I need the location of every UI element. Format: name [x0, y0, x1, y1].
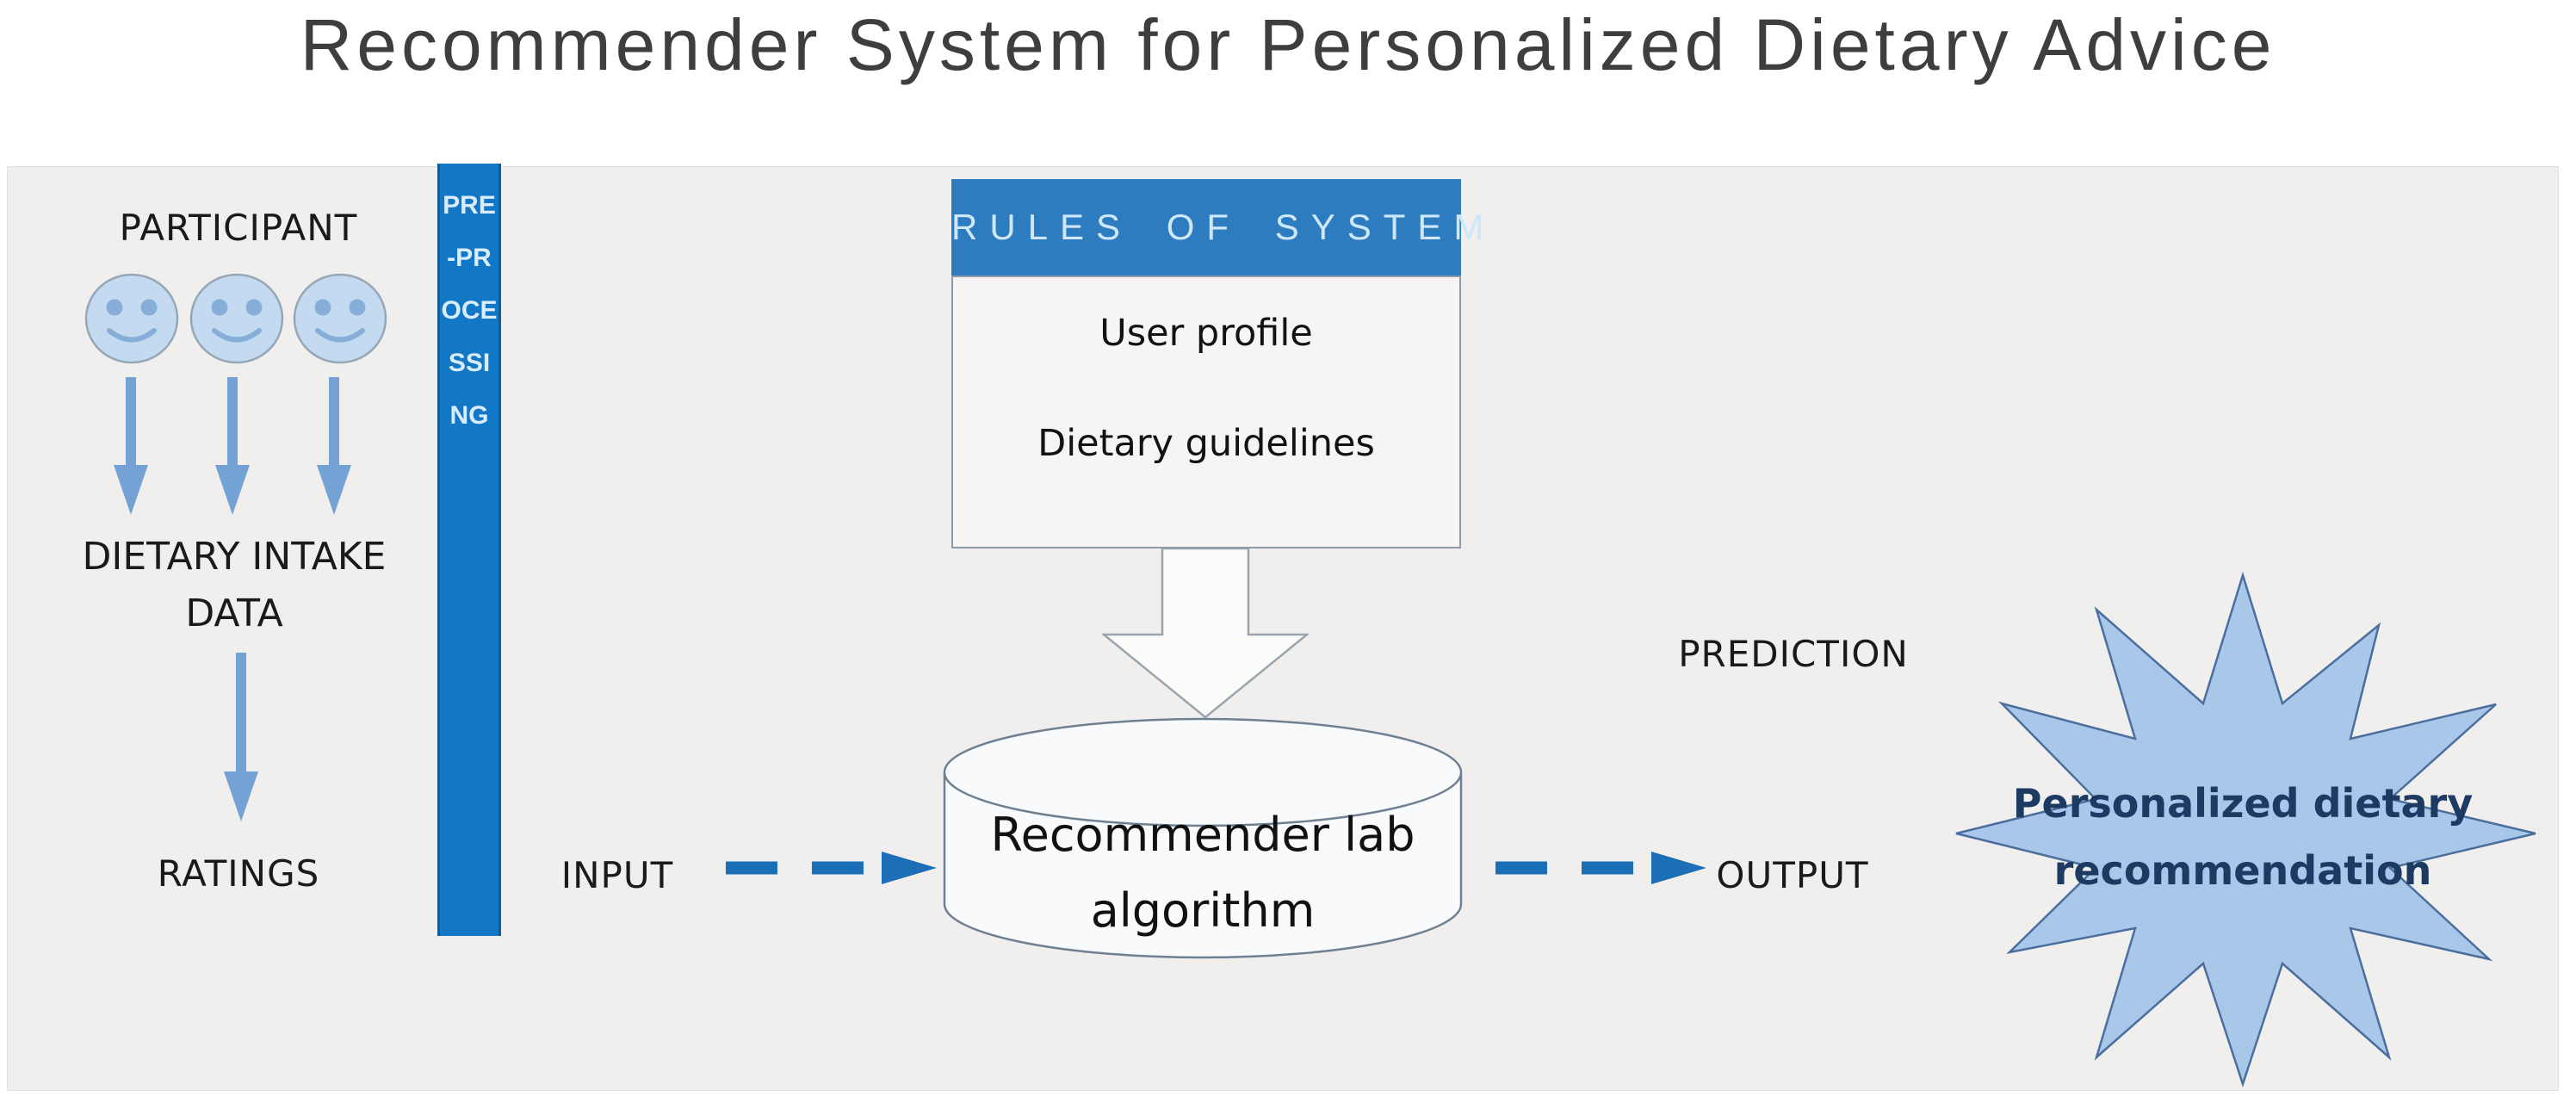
dietary-intake-data-label: DIETARY INTAKE DATA — [82, 535, 387, 635]
rules-of-system-body — [951, 276, 1461, 548]
down-arrow-icon — [317, 377, 351, 515]
smiley-face-icon — [189, 273, 284, 364]
page-title: Recommender System for Personalized Diet… — [300, 4, 2276, 85]
database-cylinder-icon — [943, 717, 1463, 959]
output-label: OUTPUT — [1716, 854, 1869, 896]
participant-label: PARTICIPANT — [119, 207, 358, 249]
smiley-face-icon — [293, 273, 387, 364]
down-arrow-icon — [224, 653, 258, 821]
rules-of-system-header: RULES OF SYSTEM — [951, 179, 1483, 276]
starburst-icon — [1955, 571, 2536, 1088]
rules-item-user-profile: User profile — [1099, 312, 1313, 355]
smiley-face-icon — [84, 273, 179, 364]
input-label: INPUT — [560, 854, 674, 896]
dashed-arrow-right-icon — [1495, 852, 1706, 884]
down-arrow-icon — [215, 377, 250, 515]
down-arrow-icon — [114, 377, 148, 515]
prediction-label: PREDICTION — [1678, 633, 1909, 675]
algorithm-label: Recommender lab algorithm — [990, 808, 1415, 938]
dashed-arrow-right-icon — [726, 852, 937, 884]
participant-smiley-icons — [84, 273, 387, 364]
rules-item-dietary-guidelines: Dietary guidelines — [1037, 422, 1375, 465]
block-arrow-down-icon — [1102, 548, 1309, 719]
personalized-recommendation-label: Personalized dietary recommendation — [2012, 780, 2474, 894]
ratings-label: RATINGS — [157, 852, 320, 895]
preprocessing-bar: PRE-PROCESSING — [437, 164, 501, 936]
